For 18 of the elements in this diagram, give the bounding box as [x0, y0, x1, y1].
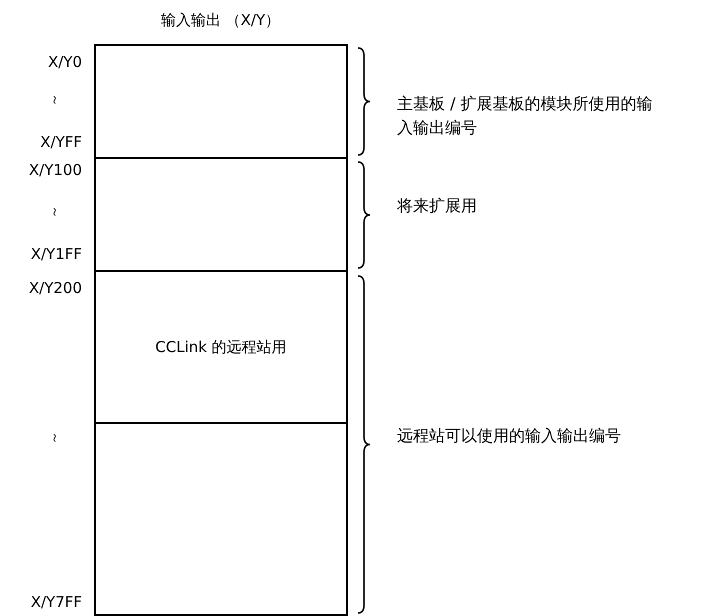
- title: 输入输出 （X/Y）: [160, 10, 282, 30]
- range-note: 将来扩展用: [397, 195, 478, 217]
- range-mark: ～: [46, 204, 64, 220]
- memory-segment: [94, 422, 348, 616]
- memory-segment: [94, 44, 348, 159]
- address-label: X/Y7FF: [30, 593, 82, 611]
- address-label: X/Y1FF: [30, 245, 82, 263]
- memory-segment: [94, 157, 348, 272]
- address-label: X/Y200: [28, 279, 82, 297]
- range-mark: ～: [46, 430, 64, 446]
- address-label: X/Y0: [48, 53, 82, 71]
- range-note: 主基板 / 扩展基板的模块所使用的输入输出编号: [397, 93, 654, 139]
- segment-label: CCLink 的远程站用: [155, 336, 287, 358]
- range-note: 远程站可以使用的输入输出编号: [397, 425, 622, 447]
- range-mark: ～: [46, 92, 64, 108]
- address-label: X/YFF: [40, 133, 82, 151]
- address-label: X/Y100: [28, 161, 82, 179]
- memory-segment: [94, 270, 348, 424]
